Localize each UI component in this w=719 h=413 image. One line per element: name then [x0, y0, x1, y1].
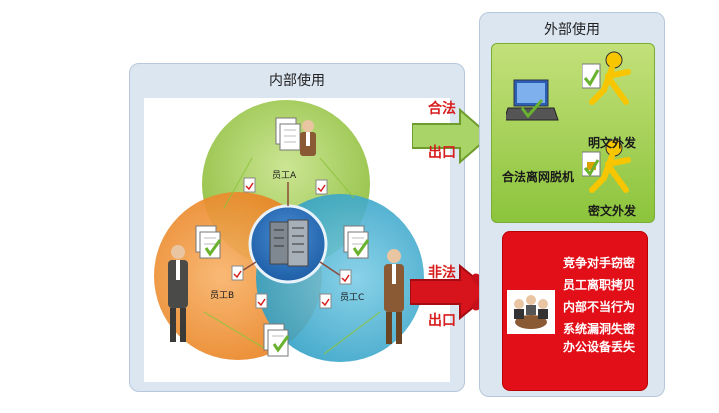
- document-icon: [263, 323, 290, 357]
- encrypted-send-label: 密文外发: [588, 204, 637, 218]
- employee-b-label: 员工B: [210, 291, 235, 301]
- internal-use-title: 内部使用: [269, 73, 325, 89]
- venn-diagram: [154, 100, 424, 362]
- risk-item: 系统漏洞失密: [563, 322, 636, 336]
- document-icon: [275, 117, 301, 151]
- external-use-title: 外部使用: [544, 22, 600, 38]
- plain-send-label: 明文外发: [588, 136, 637, 150]
- risk-item: 竞争对手窃密: [563, 256, 636, 270]
- exit-label-top: 出口: [428, 145, 456, 161]
- messenger-person-icon: [582, 139, 631, 193]
- risk-item: 办公设备丢失: [563, 340, 636, 354]
- document-icon: [195, 225, 222, 259]
- employee-c-label: 员工C: [340, 293, 365, 303]
- risk-item: 内部不当行为: [563, 300, 636, 314]
- exit-label-bottom: 出口: [428, 313, 456, 329]
- document-icon: [343, 225, 370, 259]
- external-use-panel: 外部使用 明文外发 合法离网脱机 密文外发 竞争对手窃密 员工离职: [479, 12, 665, 397]
- legal-external-box: 明文外发 合法离网脱机 密文外发: [491, 43, 655, 223]
- meeting-people-icon: [507, 290, 555, 334]
- employee-b-figure: [168, 245, 188, 342]
- risk-item: 员工离职拷贝: [563, 278, 636, 292]
- internal-use-panel: 内部使用: [129, 63, 465, 392]
- illegal-label: 非法: [428, 265, 456, 281]
- illegal-external-box: 竞争对手窃密 员工离职拷贝 内部不当行为 系统漏洞失密 办公设备丢失: [502, 231, 648, 391]
- internal-diagram-area: 员工A 员工B 员工C: [144, 98, 450, 382]
- legal-offline-label: 合法离网脱机: [502, 170, 575, 184]
- employee-a-figure: [300, 120, 316, 156]
- employee-c-figure: [384, 249, 404, 344]
- flagged-document-icon: [231, 177, 352, 309]
- server-icon: [269, 219, 309, 267]
- legal-arrow: [412, 107, 492, 165]
- employee-a-label: 员工A: [272, 171, 297, 181]
- legal-label: 合法: [428, 101, 456, 117]
- laptop-icon: [506, 79, 559, 121]
- messenger-person-icon: [582, 51, 631, 105]
